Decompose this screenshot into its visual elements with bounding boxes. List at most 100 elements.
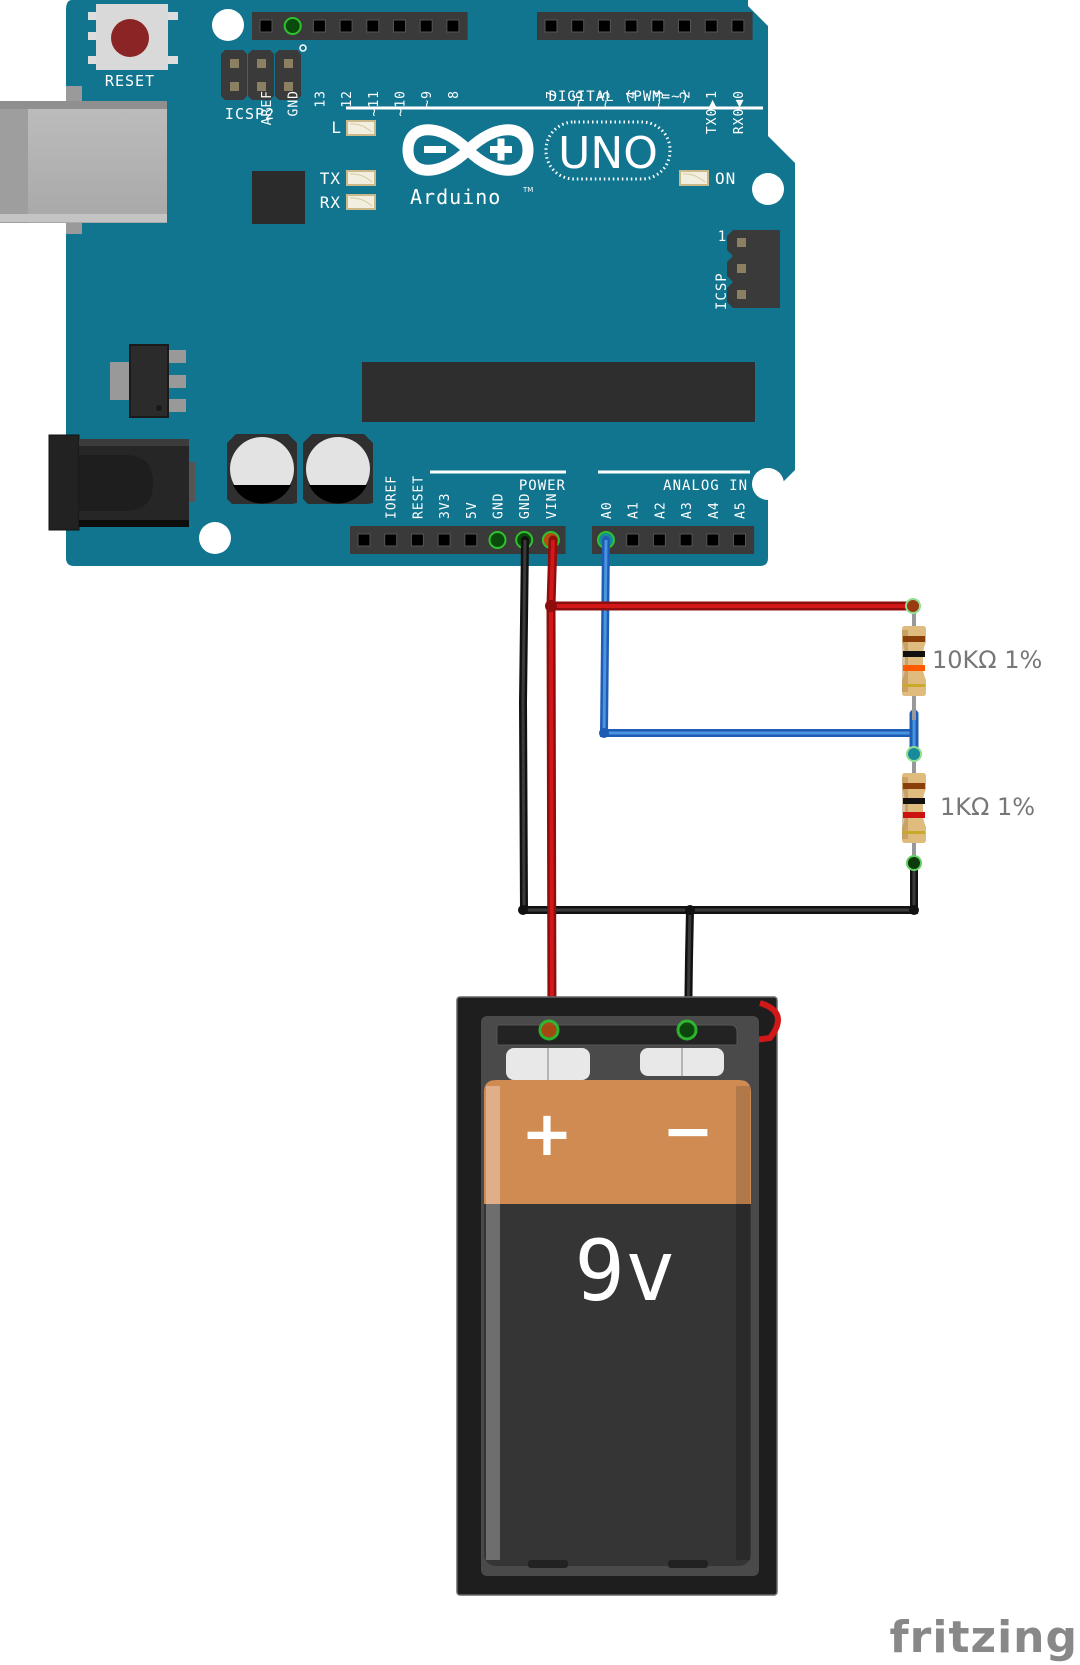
battery-terminal-positive xyxy=(506,1048,590,1080)
ground-bus-wire[interactable] xyxy=(519,859,918,914)
header-pin[interactable] xyxy=(488,531,507,549)
pin-label: A0 xyxy=(600,501,615,519)
header-pin[interactable] xyxy=(437,533,451,547)
microcontroller-chip xyxy=(362,362,755,422)
mounting-hole xyxy=(199,522,231,554)
pin-label: 2 xyxy=(679,90,694,99)
header-pin[interactable] xyxy=(652,533,666,547)
resistor-r1[interactable] xyxy=(902,606,926,720)
led-on xyxy=(679,170,709,186)
header-pin[interactable] xyxy=(259,19,273,33)
pin-label: VIN xyxy=(545,493,560,519)
led-label-rx: RX xyxy=(320,193,341,212)
pin-label: ~3 xyxy=(652,90,667,108)
icsp2-header xyxy=(221,44,307,100)
reset-label: RESET xyxy=(105,72,155,90)
led-label-tx: TX xyxy=(320,169,341,188)
pin-label: A5 xyxy=(734,501,749,519)
mounting-hole xyxy=(752,468,784,500)
pin-label: RESET xyxy=(411,475,426,519)
9v-battery xyxy=(484,1080,751,1568)
power-header xyxy=(350,526,566,554)
pin-label: ~11 xyxy=(367,90,382,116)
mounting-hole xyxy=(752,173,784,205)
a0-wire[interactable] xyxy=(599,536,914,737)
pin-label: 12 xyxy=(340,90,355,108)
arduino-logo xyxy=(402,120,672,181)
header-pin[interactable] xyxy=(384,533,398,547)
usb-connector xyxy=(0,86,167,234)
pin-label: A1 xyxy=(627,501,642,519)
battery-holder[interactable]: + − 9v xyxy=(456,996,781,1596)
header-pin[interactable] xyxy=(446,19,460,33)
header-pin[interactable] xyxy=(339,19,353,33)
mounting-hole xyxy=(212,9,244,41)
pin-label: ~5 xyxy=(598,90,613,108)
pin-label: ~10 xyxy=(394,90,409,116)
board-name: Arduino xyxy=(410,185,501,209)
fritzing-watermark: fritzing xyxy=(890,1612,1078,1663)
header-pin[interactable] xyxy=(678,19,691,33)
header-pin[interactable] xyxy=(706,533,720,547)
header-pin[interactable] xyxy=(283,17,302,35)
header-pin[interactable] xyxy=(419,19,433,33)
header-pin[interactable] xyxy=(704,19,718,33)
resistor-r1-label: 10KΩ 1% xyxy=(932,646,1042,674)
header-pin[interactable] xyxy=(366,19,380,33)
header-pin[interactable] xyxy=(624,19,638,33)
header-pin[interactable] xyxy=(393,19,406,33)
led-rx xyxy=(346,194,376,210)
wires xyxy=(518,535,919,1037)
reset-button[interactable] xyxy=(88,4,178,70)
resistor-r2[interactable] xyxy=(902,760,926,863)
pin-label: 3V3 xyxy=(438,493,453,519)
pin-label: A3 xyxy=(680,501,695,519)
pin-label: IOREF xyxy=(385,475,400,519)
pin-label: AREF xyxy=(260,90,275,125)
header-pin[interactable] xyxy=(464,533,478,547)
capacitor xyxy=(227,434,297,504)
battery-voltage-label: 9v xyxy=(574,1222,675,1320)
header-pin[interactable] xyxy=(731,19,745,33)
led-tx xyxy=(346,170,376,186)
header-pin[interactable] xyxy=(571,19,585,33)
resistor-color-band xyxy=(903,651,925,657)
header-pin[interactable] xyxy=(544,19,558,33)
digital-section-label: DIGITAL (PWM=~) xyxy=(549,89,690,105)
header-pin[interactable] xyxy=(312,19,326,33)
pin-label: GND xyxy=(518,493,533,519)
resistor-color-band xyxy=(903,783,925,789)
pin-label: GND xyxy=(287,90,302,116)
header-pin[interactable] xyxy=(597,19,611,33)
resistor-color-band xyxy=(903,636,925,642)
connector-highlights xyxy=(538,598,922,1041)
resistor-color-band xyxy=(903,665,925,671)
icsp-pin1-label: 1 xyxy=(718,229,726,245)
dc-power-jack xyxy=(48,434,195,531)
pin-label: 8 xyxy=(447,90,462,99)
led-l xyxy=(346,120,376,136)
resistor-color-band xyxy=(903,684,925,687)
icsp-header xyxy=(727,230,780,308)
header-pin[interactable] xyxy=(410,533,424,547)
header-pin[interactable] xyxy=(733,533,746,547)
header-pin[interactable] xyxy=(357,533,371,547)
analog-section-label: ANALOG IN xyxy=(663,478,748,494)
battery-terminal-negative xyxy=(640,1048,724,1076)
analog-header xyxy=(592,526,755,554)
header-pin[interactable] xyxy=(679,533,693,547)
pcb xyxy=(66,0,795,566)
pin-label: ~9 xyxy=(420,90,435,108)
voltage-regulator xyxy=(110,344,186,418)
header-pin[interactable] xyxy=(651,19,665,33)
led-label-l: L xyxy=(331,118,341,137)
resistor-color-band xyxy=(903,812,925,818)
pin-label: TX0▶1 xyxy=(705,90,720,134)
arduino-uno-board[interactable]: RESET ICSP2 xyxy=(0,0,795,566)
pin-label: A2 xyxy=(653,501,668,519)
header-pin[interactable] xyxy=(626,533,640,547)
icsp2-label: ICSP2 xyxy=(225,105,275,123)
battery-positive-symbol: + xyxy=(521,1097,573,1170)
usb-chip xyxy=(252,171,305,224)
